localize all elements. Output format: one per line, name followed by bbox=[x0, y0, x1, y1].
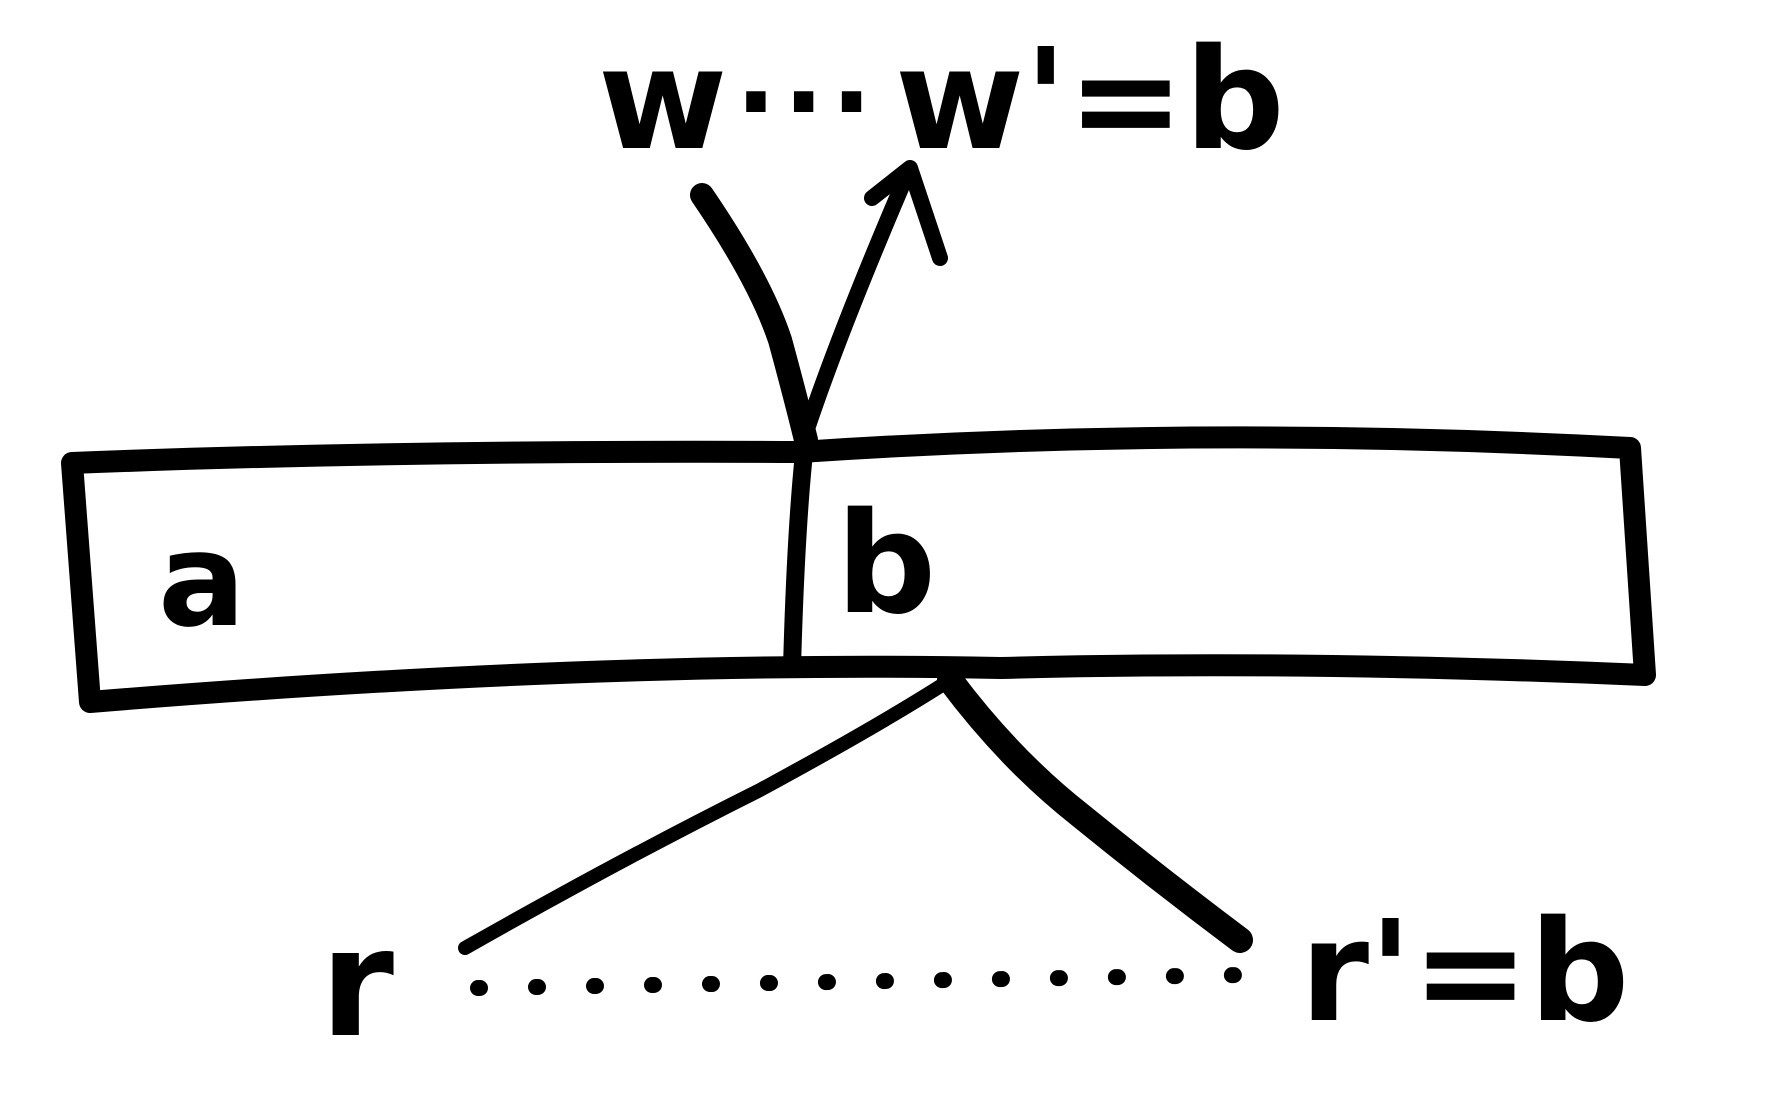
write-dots: ··· bbox=[735, 38, 878, 166]
read-dotted-line bbox=[470, 967, 1248, 996]
memory-bar: a b bbox=[61, 426, 1656, 713]
cell-b-label: b bbox=[836, 483, 936, 646]
write-incoming-line bbox=[690, 183, 818, 452]
read-incoming-line bbox=[458, 673, 957, 955]
write-interaction: w ··· w'=b bbox=[598, 19, 1285, 452]
read-outgoing-line bbox=[937, 667, 1253, 953]
cell-divider bbox=[783, 426, 815, 677]
read-r-label: r bbox=[320, 897, 394, 1071]
read-r-prime-label: r'=b bbox=[1300, 891, 1629, 1054]
read-interaction: r r'=b bbox=[320, 667, 1629, 1071]
arrow-head-icon bbox=[864, 160, 948, 266]
memory-bar-outline bbox=[61, 426, 1656, 713]
write-w-label: w bbox=[598, 19, 727, 182]
cell-a-label: a bbox=[158, 504, 246, 656]
write-w-prime-label: w'=b bbox=[895, 19, 1285, 182]
write-outgoing-arrow bbox=[798, 164, 916, 440]
